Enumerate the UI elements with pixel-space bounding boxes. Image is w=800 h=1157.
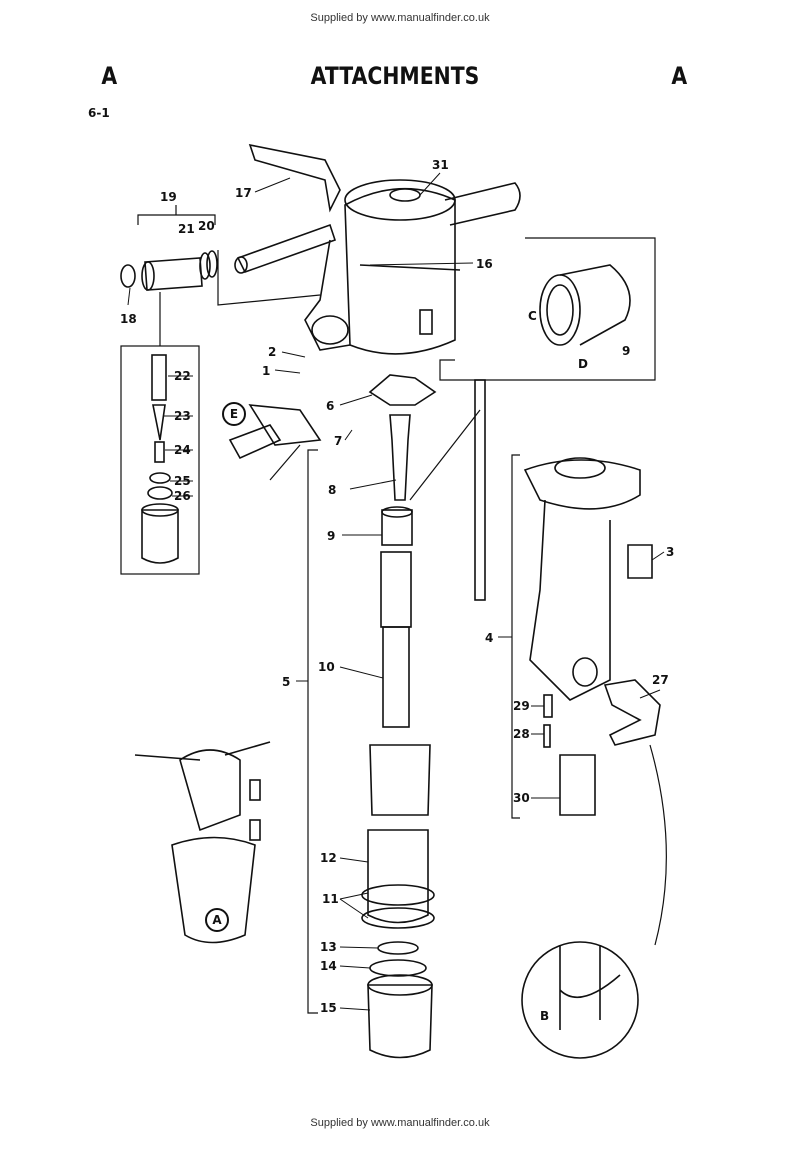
callout-21: 21 (178, 222, 195, 236)
section-letter-left: A (101, 62, 118, 90)
callout-4: 4 (485, 631, 494, 645)
callout-d: D (578, 357, 588, 371)
callout-2: 2 (268, 345, 277, 359)
callout-14: 14 (320, 959, 337, 973)
central-column-drawing (361, 374, 437, 1059)
callout-6: 6 (326, 399, 335, 413)
callout-b: B (540, 1009, 550, 1023)
callout-10: 10 (318, 660, 335, 674)
callout-30: 30 (513, 791, 530, 805)
callout-9-inset: 9 (622, 344, 631, 358)
callout-c: C (528, 309, 537, 323)
callout-a: A (205, 908, 229, 932)
callout-9: 9 (327, 529, 336, 543)
callout-23: 23 (174, 409, 191, 423)
section-letter-right: A (671, 62, 688, 90)
callout-25: 25 (174, 474, 191, 488)
callout-22: 22 (174, 369, 191, 383)
callout-31: 31 (432, 158, 449, 172)
callout-27: 27 (652, 673, 669, 687)
supplied-by-footer: Supplied by www.manualfinder.co.uk (310, 1117, 490, 1129)
page-title: ATTACHMENTS (310, 62, 480, 90)
callout-11: 11 (322, 892, 339, 906)
callout-24: 24 (174, 443, 191, 457)
callout-e: E (222, 402, 246, 426)
front-head-drawing (523, 457, 661, 816)
callout-8: 8 (328, 483, 337, 497)
callout-12: 12 (320, 851, 337, 865)
callout-18: 18 (120, 312, 137, 326)
callout-13: 13 (320, 940, 337, 954)
inset-a-drawing (134, 741, 271, 944)
callout-3: 3 (666, 545, 675, 559)
callout-26: 26 (174, 489, 191, 503)
supplied-by-header: Supplied by www.manualfinder.co.uk (310, 12, 490, 24)
handle-assembly-drawing (234, 143, 521, 355)
callout-1: 1 (262, 364, 271, 378)
callout-29: 29 (513, 699, 530, 713)
callout-5: 5 (282, 675, 291, 689)
callout-19: 19 (160, 190, 177, 204)
callout-7: 7 (334, 434, 343, 448)
callout-20: 20 (198, 219, 215, 233)
figure-number: 6-1 (88, 106, 110, 120)
valve-assembly-drawing (120, 250, 218, 291)
callout-16: 16 (476, 257, 493, 271)
callout-17: 17 (235, 186, 252, 200)
callout-15: 15 (320, 1001, 337, 1015)
callout-28: 28 (513, 727, 530, 741)
